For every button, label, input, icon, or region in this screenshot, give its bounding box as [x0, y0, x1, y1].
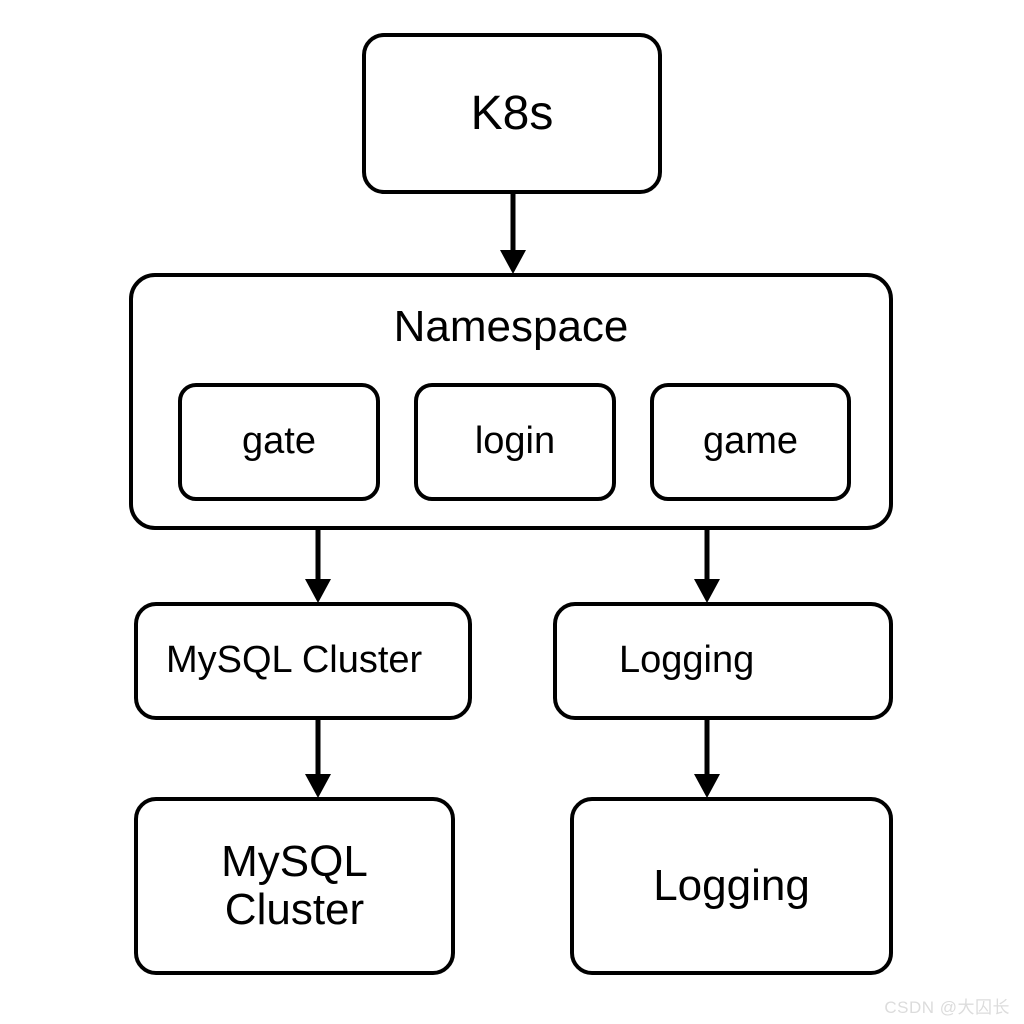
- arrow-namespace-to-logging: [694, 530, 720, 603]
- arrow-shaft: [315, 720, 321, 776]
- arrow-head-icon: [500, 250, 526, 274]
- arrow-shaft: [704, 720, 710, 776]
- arrow-namespace-to-mysql-cluster: [305, 530, 331, 603]
- node-namespace[interactable]: Namespace gate login game: [129, 273, 893, 530]
- node-k8s[interactable]: K8s: [362, 33, 662, 194]
- node-mysql-cluster-service[interactable]: MySQL Cluster: [134, 602, 472, 720]
- arrow-head-icon: [694, 774, 720, 798]
- arrow-head-icon: [694, 579, 720, 603]
- node-game[interactable]: game: [650, 383, 851, 501]
- arrow-mysql-cluster-to-mysql-cluster: [305, 720, 331, 798]
- node-gate[interactable]: gate: [178, 383, 380, 501]
- namespace-title: Namespace: [393, 302, 629, 351]
- node-mysql-cluster-backend[interactable]: MySQL Cluster: [134, 797, 455, 975]
- arrow-shaft: [704, 530, 710, 581]
- watermark: CSDN @大囚长: [884, 998, 1010, 1017]
- arrow-head-icon: [305, 579, 331, 603]
- arrow-shaft: [510, 194, 516, 252]
- arrow-shaft: [315, 530, 321, 581]
- arrow-k8s-to-namespace: [500, 194, 526, 274]
- arrow-head-icon: [305, 774, 331, 798]
- arrow-logging-to-logging: [694, 720, 720, 798]
- node-logging-backend[interactable]: Logging: [570, 797, 893, 975]
- node-logging-service[interactable]: Logging: [553, 602, 893, 720]
- node-login[interactable]: login: [414, 383, 616, 501]
